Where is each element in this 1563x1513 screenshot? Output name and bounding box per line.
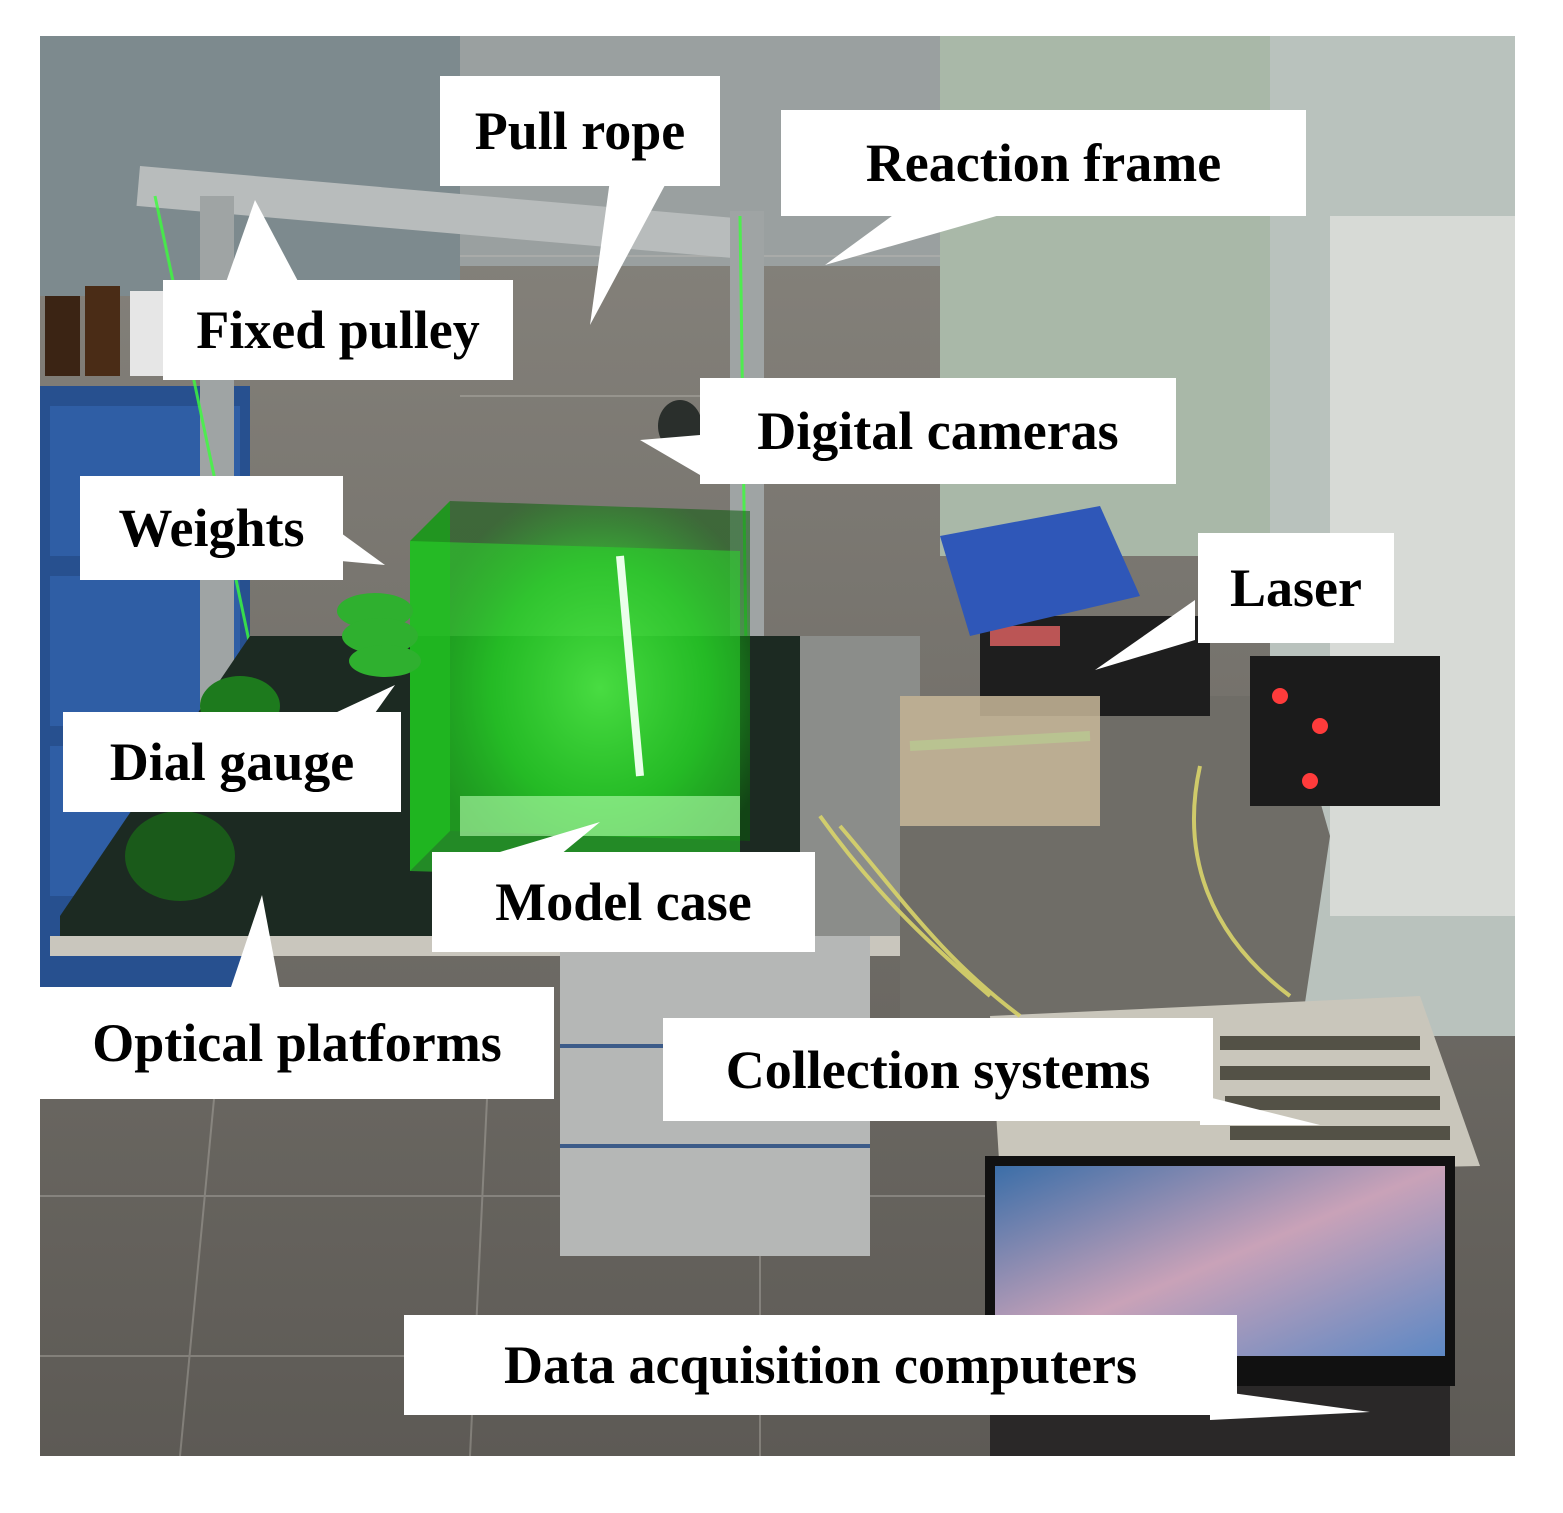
callout-collection-systems: Collection systems: [663, 1018, 1213, 1121]
callout-laser: Laser: [1198, 533, 1394, 643]
callout-fixed-pulley: Fixed pulley: [163, 280, 513, 380]
callout-pull-rope: Pull rope: [440, 76, 720, 186]
blue-cloth: [940, 506, 1140, 636]
callout-model-case: Model case: [432, 852, 815, 952]
callout-dial-gauge: Dial gauge: [63, 712, 401, 812]
weights-stack: [337, 593, 421, 677]
callout-optical-platforms: Optical platforms: [40, 987, 554, 1099]
back-wall-left: [40, 36, 460, 296]
cables: [818, 765, 1292, 1018]
power-box: [1250, 656, 1440, 806]
callout-weights: Weights: [80, 476, 343, 580]
camera-shape: [658, 400, 702, 452]
callout-reaction-frame: Reaction frame: [781, 110, 1306, 216]
bottles: [45, 286, 170, 376]
callout-digital-cameras: Digital cameras: [700, 378, 1176, 484]
callout-data-acquisition-computers: Data acquisition computers: [404, 1315, 1237, 1415]
